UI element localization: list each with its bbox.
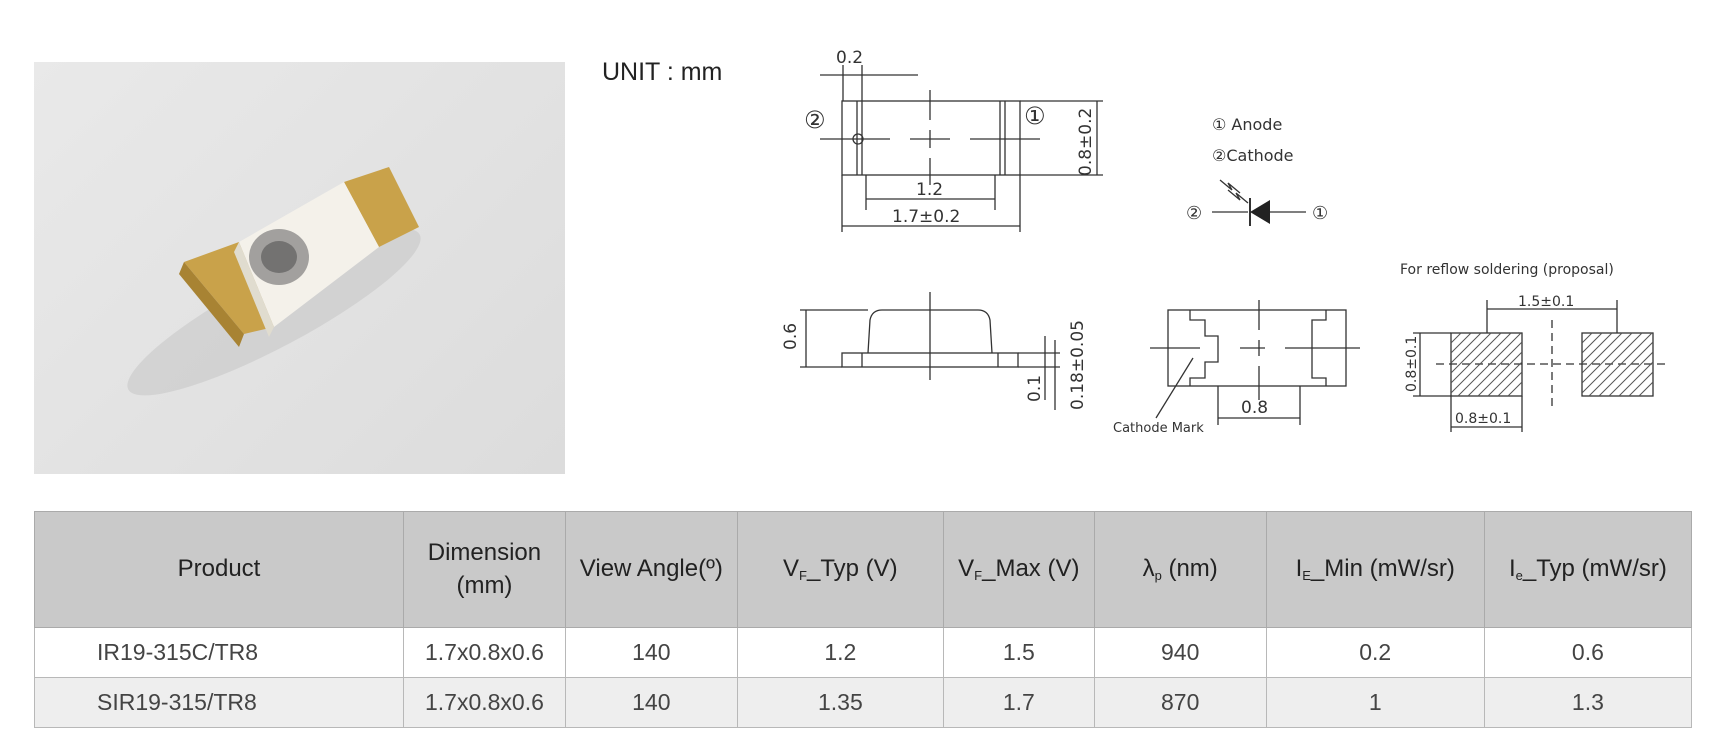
- cell-lambda: 870: [1093, 677, 1267, 728]
- diode-symbol: [1212, 179, 1306, 226]
- header-vf-max: VF_Max (V): [942, 511, 1095, 628]
- bottom-view-drawing: [1150, 300, 1360, 425]
- top-dim-length: 1.7±0.2: [892, 207, 960, 227]
- top-dim-width: 0.8±0.2: [1076, 108, 1096, 176]
- cell-view-angle: 140: [564, 677, 738, 728]
- side-view-drawing: [800, 292, 1060, 410]
- side-dim-pad: 0.1: [1025, 375, 1045, 402]
- header-product: Product: [34, 511, 404, 628]
- legend-anode: ① Anode: [1212, 115, 1282, 134]
- cell-vf-typ: 1.2: [736, 627, 944, 678]
- table-header-row: Product Dimension(mm) View Angle(º) VF_T…: [34, 511, 1693, 628]
- product-photo: [34, 62, 565, 474]
- header-ie-min: IE_Min (mW/sr): [1265, 511, 1485, 628]
- unit-label: UNIT : mm: [602, 58, 723, 86]
- top-dim-pad: 0.2: [836, 48, 863, 68]
- diode-pin-left: ②: [1186, 203, 1202, 224]
- diode-pin-right: ①: [1312, 203, 1328, 224]
- cell-view-angle: 140: [564, 627, 738, 678]
- header-view-angle: View Angle(º): [564, 511, 738, 628]
- header-vf-typ: VF_Typ (V): [736, 511, 944, 628]
- cell-ie-typ: 0.6: [1483, 627, 1693, 678]
- cell-vf-max: 1.5: [942, 627, 1095, 678]
- reflow-pad-drawing: [1413, 300, 1670, 432]
- cell-ie-min: 1: [1265, 677, 1485, 728]
- table-row: IR19-315C/TR8 1.7x0.8x0.6 140 1.2 1.5 94…: [34, 627, 1693, 678]
- header-ie-typ: Ie_Typ (mW/sr): [1483, 511, 1693, 628]
- cell-product: SIR19-315/TR8: [34, 677, 404, 728]
- cell-dimension: 1.7x0.8x0.6: [403, 677, 566, 728]
- table-row: SIR19-315/TR8 1.7x0.8x0.6 140 1.35 1.7 8…: [34, 677, 1693, 728]
- cell-vf-max: 1.7: [942, 677, 1095, 728]
- top-pin-left: ②: [804, 106, 826, 134]
- cell-ie-min: 0.2: [1265, 627, 1485, 678]
- header-lambda: λp (nm): [1093, 511, 1267, 628]
- cathode-mark-label: Cathode Mark: [1113, 421, 1204, 436]
- top-view-drawing: [820, 65, 1103, 232]
- side-dim-terminal: 0.18±0.05: [1068, 320, 1088, 410]
- side-dim-height: 0.6: [781, 323, 801, 350]
- top-dim-inner: 1.2: [916, 180, 943, 200]
- cell-ie-typ: 1.3: [1483, 677, 1693, 728]
- dimension-drawings: 0.2 ② ① 1.2 1.7±0.2 0.8±0.2 ① Anode ②Cat…: [781, 48, 1670, 436]
- reflow-title: For reflow soldering (proposal): [1400, 262, 1614, 278]
- top-pin-right: ①: [1024, 102, 1046, 130]
- header-dimension: Dimension(mm): [403, 511, 566, 628]
- cell-product: IR19-315C/TR8: [34, 627, 404, 678]
- cell-vf-typ: 1.35: [736, 677, 944, 728]
- cell-lambda: 940: [1093, 627, 1267, 678]
- reflow-dim-pitch: 1.5±0.1: [1518, 294, 1574, 310]
- reflow-dim-width: 0.8±0.1: [1455, 411, 1511, 427]
- cell-dimension: 1.7x0.8x0.6: [403, 627, 566, 678]
- bottom-dim-pad: 0.8: [1241, 398, 1268, 418]
- reflow-dim-height: 0.8±0.1: [1404, 336, 1420, 392]
- legend-cathode: ②Cathode: [1212, 146, 1294, 165]
- smd-led-illustration: [127, 167, 421, 396]
- spec-table: Product Dimension(mm) View Angle(º) VF_T…: [34, 511, 1693, 728]
